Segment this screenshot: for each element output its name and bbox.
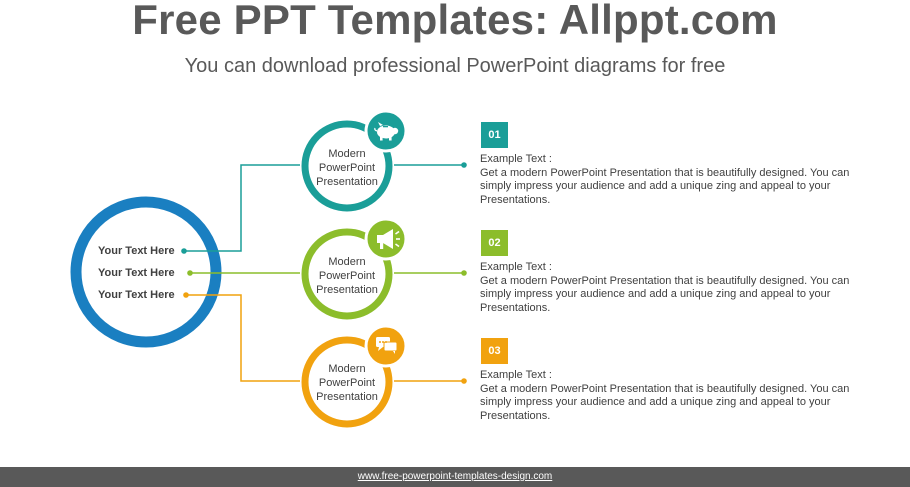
footer-link[interactable]: www.free-powerpoint-templates-design.com bbox=[357, 471, 553, 482]
connector-dot-1 bbox=[181, 248, 187, 254]
description-body: Get a modern PowerPoint Presentation tha… bbox=[480, 166, 850, 206]
page-title: Free PPT Templates: Allppt.com bbox=[132, 0, 778, 43]
hub-label-3: Your Text Here bbox=[98, 289, 175, 301]
connector-dot-3 bbox=[183, 292, 189, 298]
item-ring-3 bbox=[301, 336, 393, 428]
description-heading: Example Text : bbox=[480, 261, 552, 273]
hub-label-2: Your Text Here bbox=[98, 267, 175, 279]
number-badge-3: 03 bbox=[481, 338, 508, 364]
desc-dot-3 bbox=[461, 378, 467, 384]
item-ring-2 bbox=[301, 228, 393, 320]
desc-dot-2 bbox=[461, 270, 467, 276]
footer-bar: www.free-powerpoint-templates-design.com bbox=[0, 467, 910, 487]
page-subtitle: You can download professional PowerPoint… bbox=[184, 55, 726, 77]
description-body: Get a modern PowerPoint Presentation tha… bbox=[480, 274, 850, 314]
connector-line-1 bbox=[184, 164, 300, 252]
number-badge-2: 02 bbox=[481, 230, 508, 256]
number-badge-1: 01 bbox=[481, 122, 508, 148]
description-block-3: Example Text : Get a modern PowerPoint P… bbox=[480, 369, 850, 423]
description-block-1: Example Text : Get a modern PowerPoint P… bbox=[480, 153, 850, 207]
description-heading: Example Text : bbox=[480, 153, 552, 165]
hub-label-1: Your Text Here bbox=[98, 245, 175, 257]
description-body: Get a modern PowerPoint Presentation tha… bbox=[480, 382, 850, 422]
megaphone-icon bbox=[377, 229, 400, 249]
connector-dot-2 bbox=[187, 270, 193, 276]
hub-ring bbox=[70, 196, 222, 348]
piggy-bank-icon bbox=[374, 122, 399, 141]
description-block-2: Example Text : Get a modern PowerPoint P… bbox=[480, 261, 850, 315]
description-heading: Example Text : bbox=[480, 369, 552, 381]
desc-dot-1 bbox=[461, 162, 467, 168]
item-ring-1 bbox=[301, 120, 393, 212]
connector-line-3 bbox=[186, 294, 300, 382]
chat-bubbles-icon bbox=[376, 337, 398, 354]
